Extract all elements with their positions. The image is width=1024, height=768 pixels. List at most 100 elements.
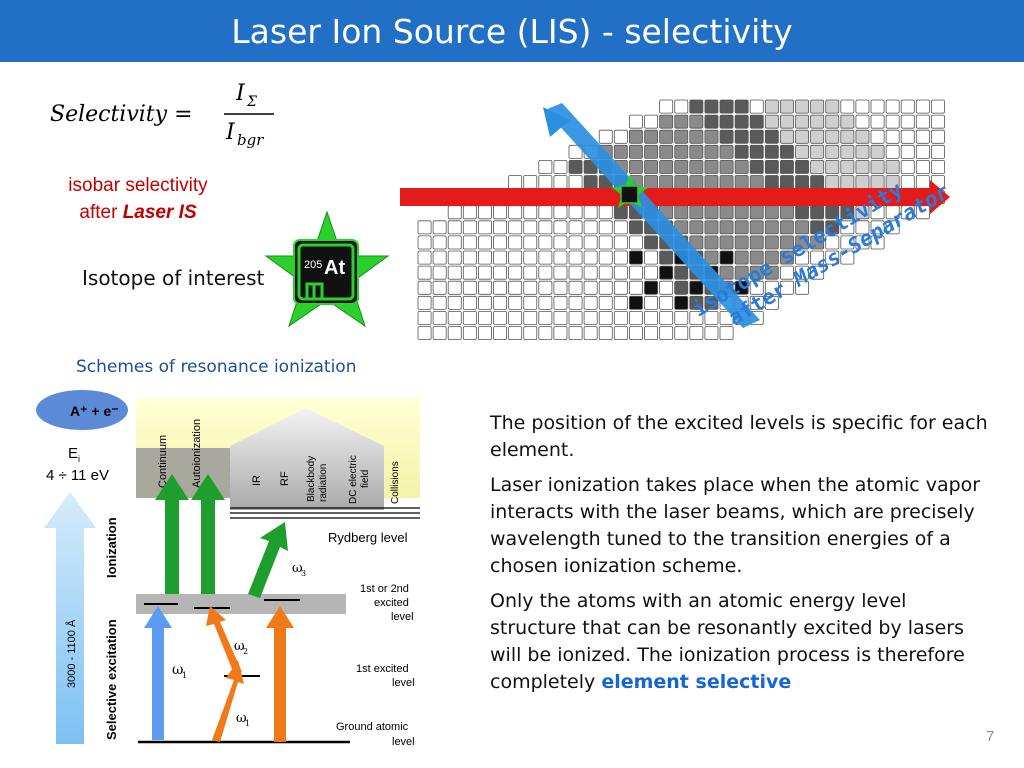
nuclide-cell [644,129,659,144]
element-selective-emph: element selective [601,671,792,693]
nuclide-cell [704,99,719,114]
dc-field-label-1: DC electric [348,455,359,504]
nuclide-cell [689,205,704,220]
nuclide-cell [900,144,915,159]
nuclide-cell [493,205,508,220]
nuclide-cell [598,250,613,265]
nuclide-cell [659,250,674,265]
second-level-label-3: level [391,611,414,623]
nuclide-cell [840,99,855,114]
nuclide-cell [915,144,930,159]
nuclide-cell [719,175,734,190]
omega3-label: ω [292,561,303,576]
nuclide-cell [885,114,900,129]
formula-denominator-sub: bgr [237,131,264,149]
nuclide-cell [523,295,538,310]
nuclide-cell [734,114,749,129]
nuclide-cell [764,280,779,295]
nuclide-cell [931,99,945,114]
nuclide-cell [628,280,643,295]
nuclide-cell [659,326,674,340]
nuclide-cell [795,220,810,235]
nuclide-cell [900,160,915,174]
nuclide-cell [704,114,719,129]
nuclide-cell [493,250,508,265]
nuclide-cell [523,220,538,235]
nuclide-cell [447,265,462,280]
nuclide-cell [568,144,583,159]
nuclide-cell [931,144,945,159]
nuclide-cell [568,295,583,310]
nuclide-cell [840,235,855,250]
first-level-label-1: 1st excited [356,663,409,675]
rydberg-region [230,408,384,510]
nuclide-cell [538,280,553,295]
formula-lhs: Selectivity = [50,102,193,127]
nuclide-cell [613,310,628,325]
nuclide-cell [734,265,749,280]
nuclide-cell [749,220,764,235]
nuclide-cell [795,250,810,265]
nuclide-cell [810,99,825,114]
nuclide-cell [583,235,598,250]
isobar-line1: isobar selectivity [68,175,208,196]
nuclide-cell [840,129,855,144]
nuclide-cell [553,280,568,295]
nuclide-cell [478,250,492,265]
nuclide-cell [779,175,794,190]
nuclide-cell [432,220,447,235]
nuclide-cell [825,99,840,114]
nuclide-cell [598,280,613,295]
nuclide-cell [523,235,538,250]
nuclide-cell [508,220,523,235]
nuclide-cell [674,114,689,129]
nuclide-cell [719,114,734,129]
ei-range: 4 ÷ 11 eV [46,467,109,484]
nuclide-cell [719,99,734,114]
nuclide-cell [432,235,447,250]
nuclide-cell [674,160,689,174]
nuclide-cell [644,175,659,190]
blackbody-label-2: radiation [318,464,329,502]
nuclide-cell [870,235,885,250]
nuclide-cell [583,175,598,190]
nuclide-cell [538,220,553,235]
nuclide-cell [734,280,749,295]
nuclide-cell [598,326,613,340]
nuclide-cell [432,326,447,340]
nuclide-cell [553,235,568,250]
nuclide-cell [523,250,538,265]
nuclide-cell [613,220,628,235]
nuclide-cell [779,144,794,159]
nuclide-cell [870,114,885,129]
svg-text:1: 1 [182,671,187,680]
nuclide-cell [900,114,915,129]
nuclide-cell [749,144,764,159]
nuclide-cell [462,235,477,250]
nuclide-cell [523,175,538,190]
orange-arrow-step2 [206,606,242,674]
nuclide-cell [583,326,598,340]
second-level-label-1: 1st or 2nd [360,583,409,595]
nuclide-cell [644,326,658,340]
autoionization-label: Autoionization [191,419,203,488]
nuclide-cell [478,326,492,340]
nuclide-cell [885,129,900,144]
nuclide-cell [900,129,915,144]
nuclide-box [293,239,359,305]
nuclide-cell [779,99,794,114]
nuclide-cell [568,160,583,174]
nuclide-cell [417,250,432,265]
omega1-right-label: ω [236,711,247,726]
nuclide-cell [462,295,477,310]
orange-arrow-step1 [212,660,244,742]
nuclide-cell [810,250,825,265]
isobar-selectivity-label: isobar selectivity after Laser IS [38,172,238,226]
nuclide-cell [478,220,492,235]
svg-text:1: 1 [245,719,250,728]
nuclide-cell [417,265,432,280]
nuclide-cell [825,220,840,235]
nuclide-cell [855,220,870,235]
nuclide-cell [553,250,568,265]
first-level-label-2: level [392,677,415,689]
